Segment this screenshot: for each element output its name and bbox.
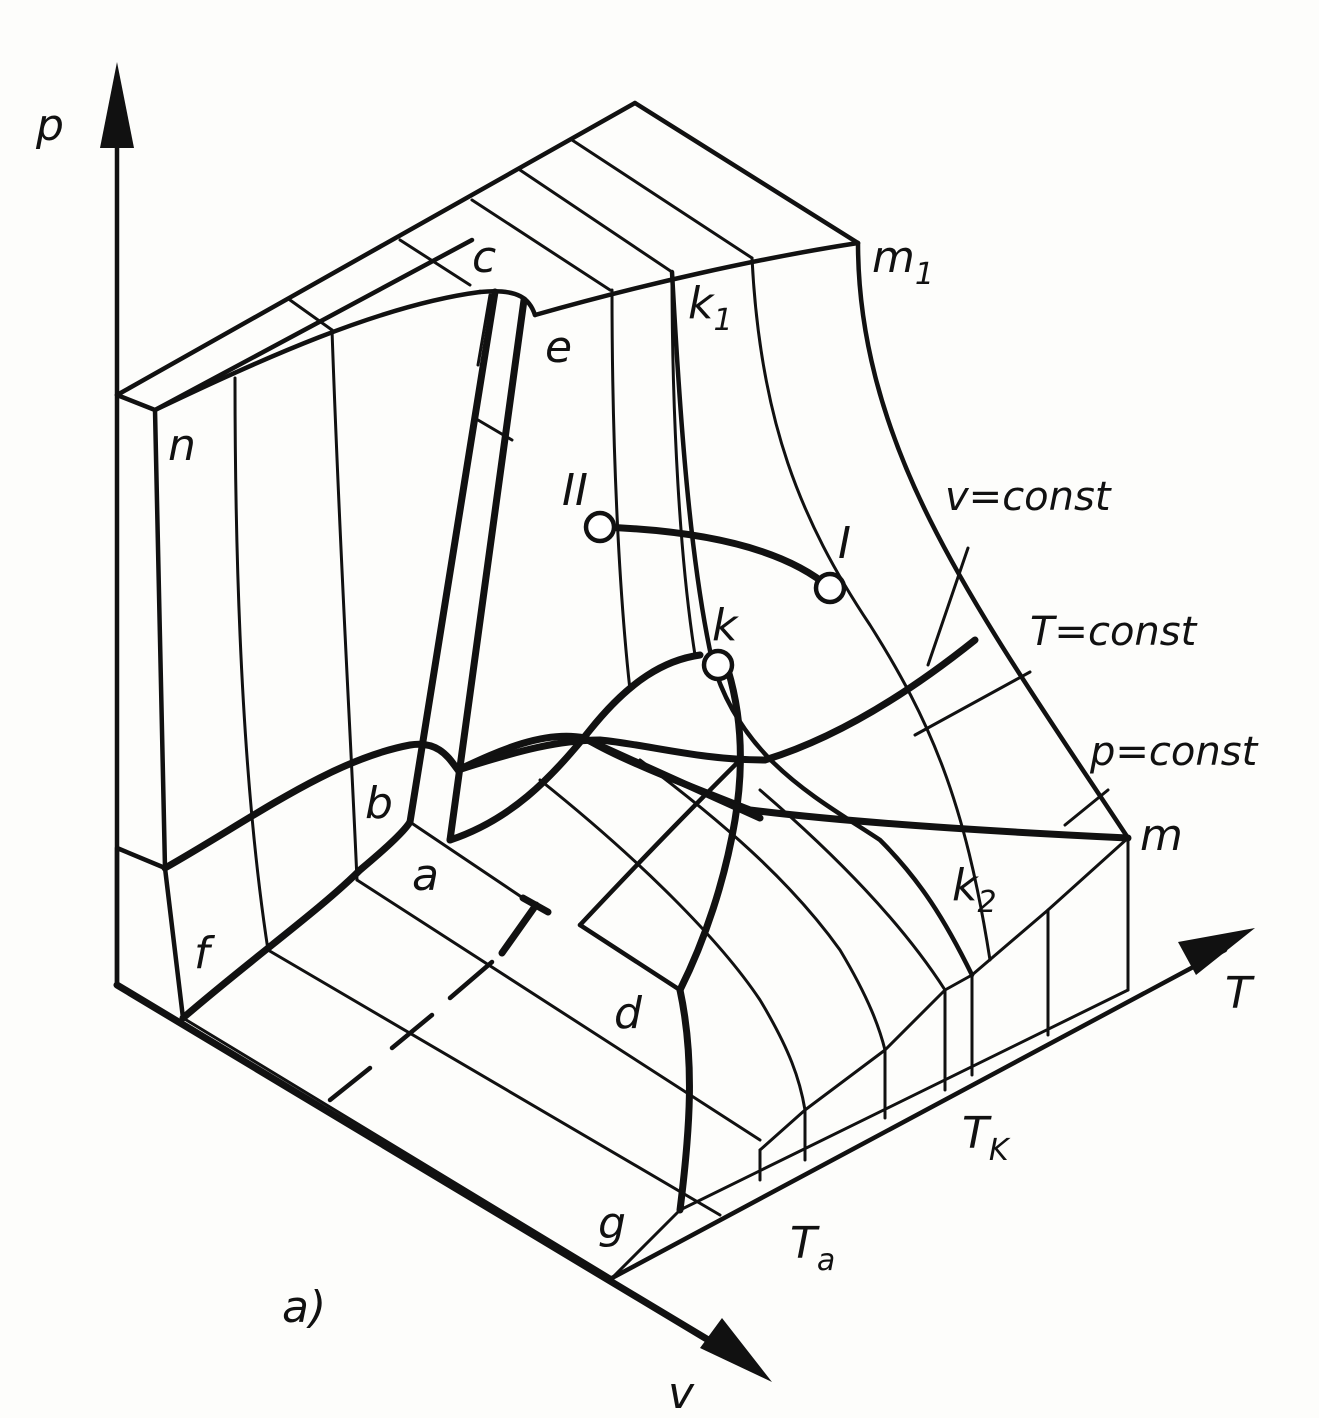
label-II: II bbox=[562, 465, 588, 516]
p-const-curve bbox=[161, 732, 1132, 872]
front-line-5 bbox=[758, 788, 947, 992]
label-d: d bbox=[614, 988, 643, 1039]
label-g: g bbox=[598, 1198, 626, 1249]
left-face-lines bbox=[233, 328, 359, 952]
vline-2 bbox=[330, 328, 359, 882]
label-m1: m1 bbox=[872, 232, 934, 292]
p-axis-arrowhead bbox=[100, 62, 134, 148]
front-line-4 bbox=[638, 758, 887, 1052]
t-axis-arrowhead bbox=[1178, 928, 1255, 975]
line-a-T-stem bbox=[498, 901, 540, 957]
cross-line bbox=[579, 734, 764, 822]
label-T-const: T=const bbox=[1030, 609, 1198, 655]
top-grid bbox=[288, 138, 754, 332]
base-right-top bbox=[610, 1208, 682, 1280]
dome-right bbox=[676, 666, 744, 994]
triple-region bbox=[406, 288, 552, 957]
label-a: a bbox=[412, 850, 439, 901]
label-v-const: v=const bbox=[945, 474, 1112, 520]
top-left-edge bbox=[114, 100, 638, 398]
constant-lines bbox=[161, 546, 1132, 993]
label-k1: k1 bbox=[688, 278, 733, 338]
label-I: I bbox=[838, 518, 851, 569]
vline-4 bbox=[670, 270, 697, 657]
axes bbox=[100, 62, 1255, 1382]
top-strip-3 bbox=[470, 198, 612, 292]
point-II-marker bbox=[583, 510, 617, 544]
label-c: c bbox=[472, 232, 496, 283]
front-dashed-2 bbox=[389, 1012, 435, 1051]
dome-fan-line bbox=[577, 757, 743, 928]
v-const-leader bbox=[926, 546, 970, 667]
t-const-curve bbox=[454, 636, 979, 774]
v-axis-label: v bbox=[668, 1368, 695, 1418]
line-e-to-a bbox=[446, 296, 528, 844]
front-surface-lines bbox=[179, 758, 947, 1217]
t-axis bbox=[609, 947, 1228, 1281]
base-front-top bbox=[115, 846, 167, 870]
critical-point-marker bbox=[701, 648, 735, 682]
t-const-leader bbox=[913, 670, 1032, 737]
label-e: e bbox=[545, 322, 572, 373]
dome-left bbox=[446, 651, 704, 844]
line-c-inner bbox=[476, 293, 492, 367]
curve-e-to-m1 bbox=[532, 240, 861, 318]
curve-c-to-e bbox=[477, 288, 538, 318]
front-line-1 bbox=[266, 948, 722, 1217]
dome-fan-base bbox=[577, 922, 683, 993]
label-n: n bbox=[168, 420, 196, 471]
front-dashed-1 bbox=[327, 1065, 373, 1103]
saturation-dome bbox=[446, 651, 744, 1214]
front-line-3 bbox=[538, 778, 807, 1112]
top-strip-1 bbox=[288, 298, 334, 332]
front-bold-curve bbox=[179, 818, 414, 1022]
label-f: f bbox=[194, 928, 216, 979]
p-axis-label: p bbox=[35, 100, 64, 151]
line-cross-tie bbox=[476, 418, 514, 442]
p-const-leader bbox=[1063, 788, 1110, 827]
base-front-wall bbox=[181, 1016, 614, 1280]
tick-Tk: TK bbox=[962, 1108, 1011, 1168]
critical-isotherm bbox=[669, 269, 975, 978]
t-axis-label: T bbox=[1225, 968, 1255, 1019]
line-c-to-b bbox=[406, 288, 499, 826]
label-k2: k2 bbox=[952, 860, 997, 920]
vline-3 bbox=[610, 288, 632, 692]
top-strip-2 bbox=[398, 238, 472, 287]
label-b: b bbox=[365, 778, 393, 829]
left-wall-top bbox=[114, 392, 168, 871]
upper-curve bbox=[152, 240, 861, 413]
base-right-bottom bbox=[678, 988, 1130, 1212]
top-back-edge bbox=[632, 100, 861, 246]
front-line-2 bbox=[355, 878, 762, 1142]
process-line-II-I bbox=[596, 523, 834, 592]
label-p-const: p=const bbox=[1089, 729, 1259, 775]
v-axis bbox=[113, 981, 739, 1360]
front-dashed-3 bbox=[447, 959, 495, 1001]
dome-d-to-g bbox=[676, 986, 693, 1214]
v-axis-arrowhead bbox=[700, 1318, 772, 1382]
label-m: m bbox=[1140, 810, 1183, 861]
point-I-marker bbox=[813, 571, 847, 605]
line-b-to-ab bbox=[408, 820, 525, 900]
right-boundary-curve bbox=[855, 240, 1131, 841]
tick-Ta: Ta bbox=[790, 1218, 835, 1278]
curve-n-to-c bbox=[152, 289, 483, 413]
middle-lines bbox=[610, 256, 992, 962]
label-k: k bbox=[712, 600, 739, 651]
top-front-edge bbox=[152, 237, 475, 413]
top-strip-5 bbox=[570, 138, 754, 260]
figure-caption: a) bbox=[282, 1282, 326, 1333]
top-strip-4 bbox=[518, 168, 674, 274]
vline-1 bbox=[233, 376, 270, 952]
